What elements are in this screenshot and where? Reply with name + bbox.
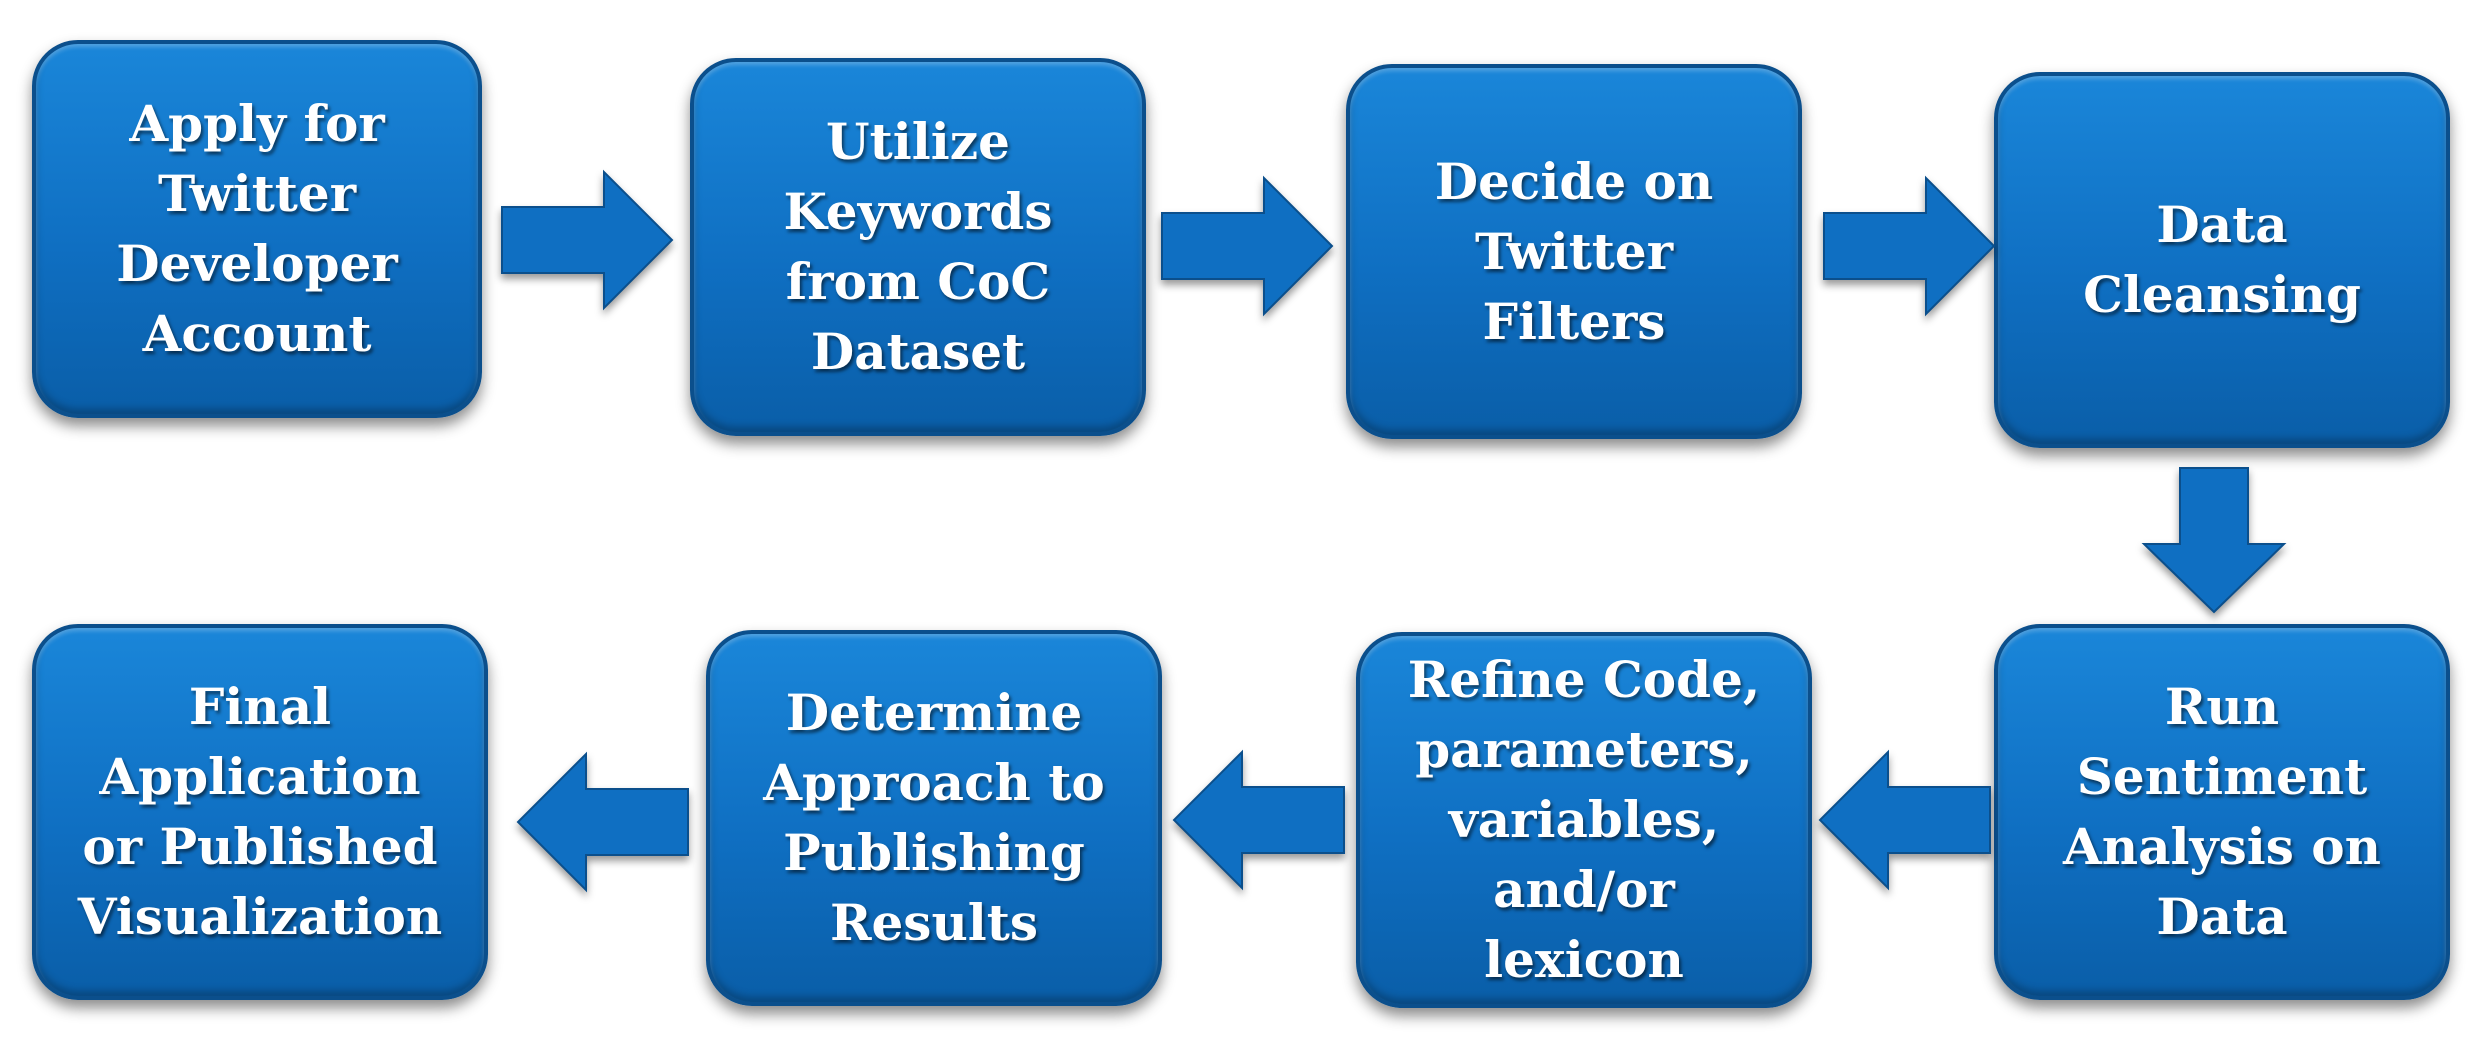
- step-final-application: Final Application or Published Visualiza…: [32, 624, 488, 1000]
- step-label: Data Cleansing: [2083, 195, 2361, 324]
- arrow-left-icon: [1818, 749, 1991, 891]
- step-label: Decide on Twitter Filters: [1434, 151, 1714, 351]
- arrow-right-icon: [1823, 175, 1996, 317]
- step-decide-filters: Decide on Twitter Filters: [1346, 64, 1802, 439]
- arrow-left-icon: [516, 751, 689, 893]
- step-determine-approach: Determine Approach to Publishing Results: [706, 630, 1162, 1006]
- step-run-sentiment-analysis: Run Sentiment Analysis on Data: [1994, 624, 2450, 1000]
- arrow-right-icon: [501, 169, 674, 311]
- step-label: Refine Code, parameters, variables, and/…: [1407, 650, 1761, 989]
- step-apply-developer-account: Apply for Twitter Developer Account: [32, 40, 482, 418]
- step-label: Utilize Keywords from CoC Dataset: [783, 112, 1053, 381]
- step-label: Determine Approach to Publishing Results: [763, 683, 1105, 952]
- step-refine-code: Refine Code, parameters, variables, and/…: [1356, 632, 1812, 1008]
- step-label: Final Application or Published Visualiza…: [77, 677, 443, 946]
- arrow-right-icon: [1161, 175, 1334, 317]
- step-data-cleansing: Data Cleansing: [1994, 72, 2450, 448]
- step-label: Apply for Twitter Developer Account: [116, 94, 398, 363]
- step-utilize-keywords: Utilize Keywords from CoC Dataset: [690, 58, 1146, 436]
- step-label: Run Sentiment Analysis on Data: [2063, 677, 2381, 946]
- arrow-left-icon: [1172, 749, 1345, 891]
- arrow-down-icon: [2141, 467, 2287, 614]
